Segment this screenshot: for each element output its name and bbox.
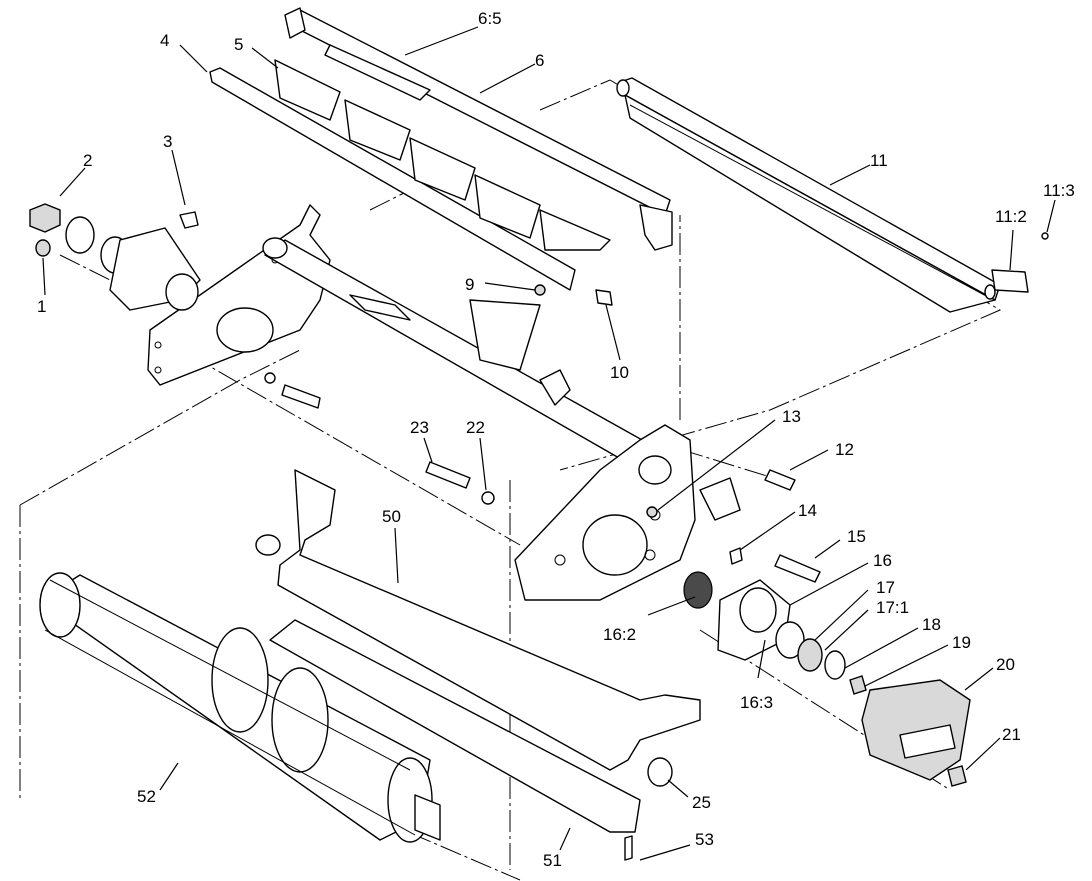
callout-3: 3 (163, 132, 172, 151)
callout-11-2: 11:2 (995, 207, 1027, 226)
callout-18: 18 (922, 615, 941, 634)
callout-25: 25 (692, 793, 711, 812)
callout-19: 19 (952, 633, 971, 652)
callout-20: 20 (996, 655, 1015, 674)
right-hardware (425, 461, 821, 583)
bearing-cover (861, 679, 971, 787)
right-bearing-assembly (683, 571, 867, 695)
callout-14: 14 (798, 501, 817, 520)
callout-16-2: 16:2 (603, 625, 636, 644)
top-shield-assembly (209, 7, 673, 291)
callout-17: 17 (876, 578, 895, 597)
callout-21: 21 (1002, 725, 1021, 744)
callout-52: 52 (137, 787, 156, 806)
callout-leaders (42, 26, 1056, 861)
callout-50: 50 (382, 507, 401, 526)
bracket-plate (991, 232, 1049, 293)
bedknife (269, 619, 641, 861)
bedknife-bar (616, 77, 1001, 313)
callout-9: 9 (465, 275, 474, 294)
callout-15: 15 (847, 527, 866, 546)
callout-11-3: 11:3 (1043, 181, 1075, 200)
left-bearing-assembly (29, 203, 201, 311)
callout-16-3: 16:3 (740, 693, 773, 712)
callout-6: 6 (535, 51, 544, 70)
callout-53: 53 (695, 830, 714, 849)
callout-22: 22 (466, 418, 485, 437)
callout-4: 4 (160, 31, 169, 50)
callout-2: 2 (83, 151, 92, 170)
callout-51: 51 (543, 851, 562, 870)
callout-11: 11 (870, 151, 888, 170)
frame-cross-tube (262, 237, 661, 471)
callout-labels: 1 2 3 4 5 6:5 6 9 10 11 11:2 11:3 12 13 … (37, 9, 1075, 870)
decal-and-bolts (264, 284, 613, 409)
callout-17-1: 17:1 (876, 598, 909, 617)
callout-1: 1 (37, 297, 46, 316)
reel (39, 572, 441, 843)
callout-10: 10 (610, 363, 629, 382)
callout-23: 23 (410, 418, 429, 437)
callout-13: 13 (782, 407, 801, 426)
bedbar (255, 469, 701, 787)
callout-16: 16 (873, 551, 892, 570)
callout-5: 5 (234, 35, 243, 54)
callout-6-5: 6:5 (478, 9, 502, 28)
right-side-plate (514, 424, 741, 601)
callout-12: 12 (835, 440, 854, 459)
